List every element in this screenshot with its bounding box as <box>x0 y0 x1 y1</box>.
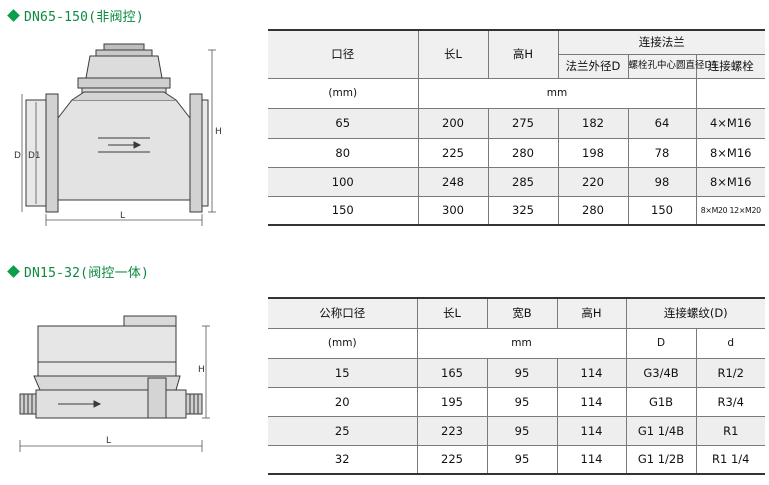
cell-l: 248 <box>417 166 489 197</box>
cell-bolt: 8×M20 12×M20 <box>695 195 765 226</box>
cell-thread-d-big: G1 1/4B <box>625 415 697 446</box>
cell-dn: 150 <box>268 195 419 226</box>
cell-h: 114 <box>556 444 627 475</box>
header-bolt-circle: 螺栓孔中心圆直径D1 <box>627 53 718 79</box>
cell-b: 95 <box>486 444 558 475</box>
cell-l: 195 <box>416 386 488 417</box>
cell-thread-d-big: G1 1/2B <box>625 444 697 475</box>
header-flange: 连接法兰 <box>557 29 765 55</box>
unit-blank <box>695 77 765 109</box>
cell-h: 285 <box>487 166 559 197</box>
cell-dn: 100 <box>268 166 419 197</box>
cell-d1: 98 <box>627 166 697 197</box>
cell-h: 275 <box>487 107 559 139</box>
cell-l: 225 <box>416 444 488 475</box>
dim-label-l: L <box>106 436 111 446</box>
table-row: 65 200 275 182 64 4×M16 <box>268 107 765 139</box>
cell-bolt: 4×M16 <box>695 107 765 139</box>
cell-dn: 25 <box>268 415 418 446</box>
cell-h: 114 <box>556 415 627 446</box>
dim-label-h: H <box>215 127 222 137</box>
cell-h: 114 <box>556 386 627 417</box>
cell-thread-d-small: R1 <box>695 415 766 446</box>
cell-d: 280 <box>557 195 629 226</box>
cell-b: 95 <box>486 415 558 446</box>
cell-dn: 20 <box>268 386 418 417</box>
header-caliber: 口径 <box>268 29 419 79</box>
cell-d1: 78 <box>627 137 697 168</box>
unit-d-small: d <box>695 327 766 359</box>
table-row: 15 165 95 114 G3/4B R1/2 <box>268 357 766 388</box>
table-row: 100 248 285 220 98 8×M16 <box>268 166 765 197</box>
table-row: 150 300 325 280 150 8×M20 12×M20 <box>268 195 765 226</box>
spec-table-dn65-150: 口径 长L 高H 连接法兰 法兰外径D 螺栓孔中心圆直径D1 连接螺栓 (mm)… <box>268 29 765 226</box>
section1-title: DN65-150(非阀控) <box>24 9 144 25</box>
unit-caliber: (mm) <box>268 327 418 359</box>
cell-thread-d-big: G1B <box>625 386 697 417</box>
cell-l: 223 <box>416 415 488 446</box>
cell-h: 114 <box>556 357 627 388</box>
header-length: 长L <box>416 297 488 329</box>
cell-d: 220 <box>557 166 629 197</box>
dim-label-d: D <box>14 151 21 161</box>
cell-d1: 150 <box>627 195 697 226</box>
cell-d: 182 <box>557 107 629 139</box>
dim-label-d1: D1 <box>28 151 41 161</box>
unit-dims: mm <box>417 77 697 109</box>
cell-thread-d-small: R3/4 <box>695 386 766 417</box>
cell-thread-d-small: R1 1/4 <box>695 444 766 475</box>
section2-header: DN15-32(阀控一体) <box>6 262 150 281</box>
cell-b: 95 <box>486 386 558 417</box>
section2-title: DN15-32(阀控一体) <box>24 265 150 281</box>
cell-dn: 32 <box>268 444 418 475</box>
cell-l: 225 <box>417 137 489 168</box>
cell-thread-d-big: G3/4B <box>625 357 697 388</box>
cell-d: 198 <box>557 137 629 168</box>
cell-l: 165 <box>416 357 488 388</box>
header-width: 宽B <box>486 297 558 329</box>
cell-dn: 15 <box>268 357 418 388</box>
unit-caliber: (mm) <box>268 77 419 109</box>
unit-d-big: D <box>625 327 697 359</box>
flanged-meter-drawing: D D1 H L <box>14 43 222 226</box>
cell-thread-d-small: R1/2 <box>695 357 766 388</box>
table-row: 25 223 95 114 G1 1/4B R1 <box>268 415 766 446</box>
section1-header: DN65-150(非阀控) <box>6 6 144 25</box>
threaded-meter-drawing: H L <box>19 315 210 452</box>
header-thread: 连接螺纹(D) <box>625 297 766 329</box>
header-length: 长L <box>417 29 489 79</box>
diamond-bullet-icon <box>7 8 20 22</box>
header-flange-od: 法兰外径D <box>557 53 629 79</box>
header-height: 高H <box>556 297 627 329</box>
dim-label-l: L <box>120 211 125 221</box>
cell-l: 300 <box>417 195 489 226</box>
cell-dn: 65 <box>268 107 419 139</box>
table-row: 20 195 95 114 G1B R3/4 <box>268 386 766 417</box>
header-height: 高H <box>487 29 559 79</box>
cell-h: 280 <box>487 137 559 168</box>
unit-dims: mm <box>416 327 627 359</box>
cell-bolt: 8×M16 <box>695 166 765 197</box>
table-row: 32 225 95 114 G1 1/2B R1 1/4 <box>268 444 766 475</box>
header-caliber: 公称口径 <box>268 297 418 329</box>
cell-h: 325 <box>487 195 559 226</box>
cell-dn: 80 <box>268 137 419 168</box>
spec-table-dn15-32: 公称口径 长L 宽B 高H 连接螺纹(D) (mm) mm D d 15 165… <box>268 297 766 475</box>
cell-l: 200 <box>417 107 489 139</box>
dim-label-h: H <box>198 365 205 375</box>
table-row: 80 225 280 198 78 8×M16 <box>268 137 765 168</box>
header-bolt: 连接螺栓 <box>695 53 765 79</box>
cell-b: 95 <box>486 357 558 388</box>
diamond-bullet-icon <box>7 264 20 278</box>
cell-bolt: 8×M16 <box>695 137 765 168</box>
cell-d1: 64 <box>627 107 697 139</box>
